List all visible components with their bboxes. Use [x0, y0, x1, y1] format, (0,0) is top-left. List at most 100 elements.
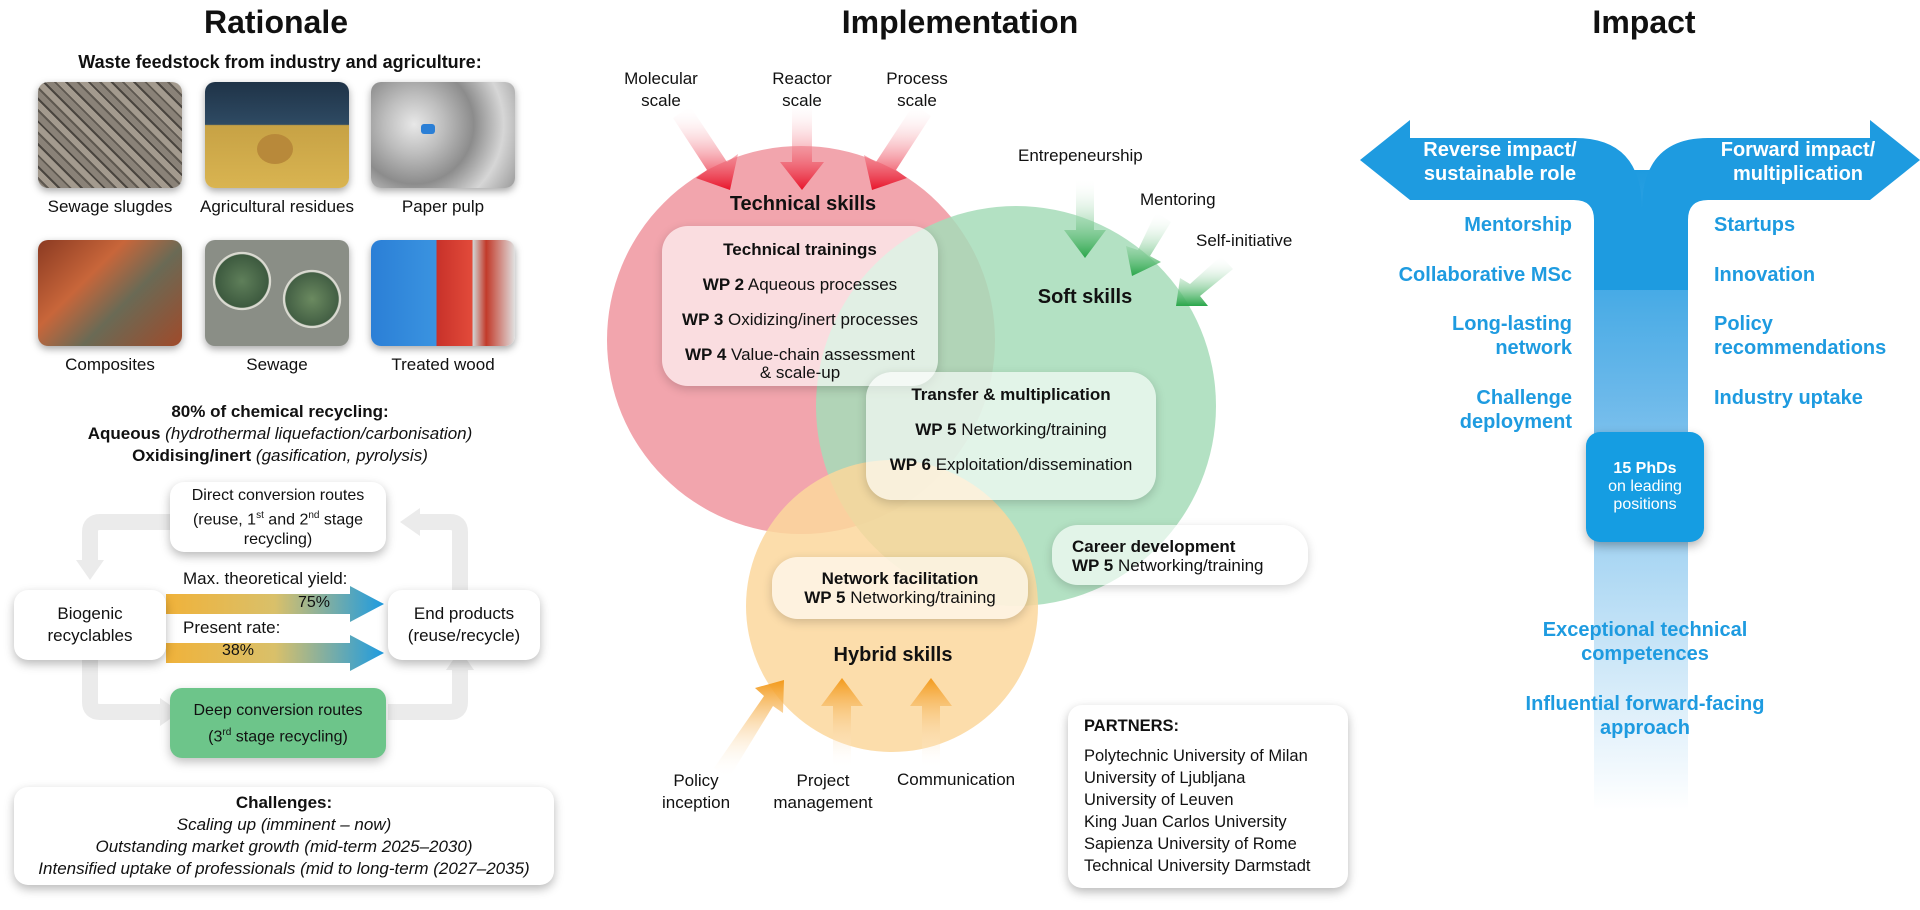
- agricultural-residues-image: [205, 82, 349, 188]
- flow-arrow-down-icon: [76, 560, 104, 580]
- deep-conversion-title: Deep conversion routes: [193, 702, 363, 719]
- partner-item: King Juan Carlos University: [1084, 813, 1287, 831]
- sewage-sludge-image: [38, 82, 182, 188]
- end-products-label: End products (reuse/recycle): [407, 604, 521, 645]
- direct-conversion-detail-2: recycling): [243, 531, 313, 549]
- bottom-impact-item: Influential forward-facing approach: [1525, 693, 1765, 739]
- scale-label-process: Process scale: [886, 69, 948, 110]
- challenges-title: Challenges:: [235, 793, 333, 812]
- present-rate-arrow: [166, 635, 384, 671]
- direct-conversion-detail: (reuse, 1st and 2nd stage: [192, 510, 364, 529]
- max-yield-arrow: [166, 586, 384, 622]
- orange-arrow-icon: [821, 678, 863, 768]
- soft-skills-title: Soft skills: [1037, 286, 1133, 308]
- feedstock-caption: Composites: [65, 355, 155, 374]
- forward-impact-title: Forward impact/ multiplication: [1720, 139, 1876, 185]
- flow-loop-bottom-left: [82, 660, 160, 720]
- wp-item-continuation: & scale-up: [759, 363, 841, 382]
- phd-badge: 15 PhDs on leading positions: [1586, 432, 1704, 542]
- green-arrow-icon: [1064, 178, 1106, 258]
- direct-conversion-box: Direct conversion routes (reuse, 1st and…: [170, 482, 386, 552]
- soft-input-entrepreneurship: Entrepeneurship: [1018, 146, 1143, 165]
- feedstock-caption: Sewage: [246, 355, 308, 374]
- technical-skills-title: Technical skills: [729, 193, 877, 215]
- hybrid-input-policy: Policy inception: [661, 771, 731, 812]
- forward-impact-arrow-icon: [1642, 120, 1920, 290]
- partners-box: PARTNERS: Polytechnic University of Mila…: [1068, 705, 1348, 888]
- direct-conversion-title: Direct conversion routes: [191, 487, 365, 504]
- red-arrow-icon: [864, 104, 931, 190]
- reverse-item: Challenge deployment: [1459, 387, 1572, 433]
- wp-item: WP 4 Value-chain assessment: [685, 345, 915, 364]
- partner-item: Technical University Darmstadt: [1084, 857, 1311, 875]
- present-rate-value: 38%: [222, 642, 255, 659]
- paper-pulp-image: [371, 82, 515, 188]
- green-arrow-icon: [1176, 256, 1233, 306]
- phd-text: on leading positions: [1608, 478, 1682, 513]
- flow-arrow-up-icon: [446, 650, 474, 670]
- feedstock-caption: Sewage slugdes: [47, 197, 173, 216]
- challenge-item: Intensified uptake of professionals (mid…: [38, 859, 530, 878]
- transfer-multiplication-box: Transfer & multiplication WP 5 Networkin…: [866, 372, 1156, 500]
- sewage-image: [205, 240, 349, 346]
- wp-item: WP 5 Networking/training: [1072, 556, 1264, 575]
- feedstock-title: Waste feedstock from industry and agricu…: [78, 52, 482, 72]
- forward-item: Policy recommendations: [1714, 313, 1887, 359]
- oxidising-label: Oxidising/inert: [132, 446, 252, 465]
- partner-item: Sapienza University of Rome: [1084, 835, 1297, 853]
- partner-item: University of Leuven: [1084, 791, 1234, 809]
- recycling-title: 80% of chemical recycling:: [171, 402, 389, 421]
- flow-loop-top-left: [82, 514, 172, 560]
- partners-title: PARTNERS:: [1084, 717, 1180, 735]
- phd-count: 15 PhDs: [1613, 460, 1677, 477]
- treated-wood-image: [371, 240, 515, 346]
- impact-heading: Impact: [1592, 4, 1696, 40]
- composites-image: [38, 240, 182, 346]
- forward-item: Startups: [1714, 214, 1796, 236]
- implementation-heading: Implementation: [841, 4, 1079, 40]
- hybrid-input-project: Project management: [773, 771, 873, 812]
- rationale-heading: Rationale: [203, 4, 349, 40]
- end-products-box: End products (reuse/recycle): [388, 590, 540, 660]
- hybrid-skills-title: Hybrid skills: [833, 644, 953, 666]
- max-yield-value: 75%: [298, 594, 331, 611]
- feedstock-caption: Paper pulp: [401, 197, 485, 216]
- network-facilitation-box: Network facilitation WP 5 Networking/tra…: [772, 557, 1028, 619]
- wp-item: WP 5 Networking/training: [804, 588, 996, 607]
- hybrid-input-communication: Communication: [897, 770, 1016, 789]
- partner-item: Polytechnic University of Milan: [1084, 747, 1308, 765]
- red-arrow-icon: [780, 100, 824, 190]
- transfer-title: Transfer & multiplication: [911, 385, 1111, 404]
- reverse-impact-title: Reverse impact/ sustainable role: [1423, 139, 1577, 185]
- deep-conversion-box: Deep conversion routes (3rd stage recycl…: [170, 688, 386, 758]
- green-arrow-icon: [1126, 212, 1171, 276]
- reverse-impact-arrow-icon: [1360, 120, 1642, 290]
- career-development-box: Career development WP 5 Networking/train…: [1052, 525, 1308, 585]
- red-arrow-icon: [673, 106, 738, 190]
- max-yield-label: Max. theoretical yield:: [183, 569, 348, 588]
- feedstock-caption: Agricultural residues: [199, 197, 354, 216]
- recycling-flow-diagram: [76, 508, 474, 726]
- reverse-item: Collaborative MSc: [1398, 264, 1572, 286]
- technical-trainings-box: Technical trainings WP 2 Aqueous process…: [662, 226, 938, 386]
- network-title: Network facilitation: [821, 569, 979, 588]
- wp-item: WP 5 Networking/training: [915, 420, 1107, 439]
- scale-label-reactor: Reactor scale: [772, 69, 832, 110]
- orange-arrow-icon: [910, 678, 952, 768]
- soft-input-self-initiative: Self-initiative: [1196, 231, 1293, 250]
- oxidising-detail: (gasification, pyrolysis): [255, 446, 428, 465]
- flow-arrow-left-icon: [400, 508, 420, 536]
- aqueous-detail: (hydrothermal liquefaction/carbonisation…: [165, 424, 473, 443]
- recycling-summary: 80% of chemical recycling: Aqueous (hydr…: [30, 401, 530, 467]
- challenge-item: Scaling up (imminent – now): [176, 815, 392, 834]
- biogenic-label: Biogenic recyclables: [47, 604, 133, 645]
- feedstock-caption: Treated wood: [391, 355, 495, 374]
- flow-loop-top-right: [420, 514, 468, 590]
- challenges-box: Challenges: Scaling up (imminent – now) …: [14, 787, 554, 885]
- partner-item: University of Ljubljana: [1084, 769, 1246, 787]
- soft-input-mentoring: Mentoring: [1140, 190, 1216, 209]
- forward-item: Innovation: [1714, 264, 1816, 286]
- wp-item: WP 6 Exploitation/dissemination: [889, 455, 1133, 474]
- challenge-item: Outstanding market growth (mid-term 2025…: [95, 837, 473, 856]
- forward-item: Industry uptake: [1714, 387, 1863, 409]
